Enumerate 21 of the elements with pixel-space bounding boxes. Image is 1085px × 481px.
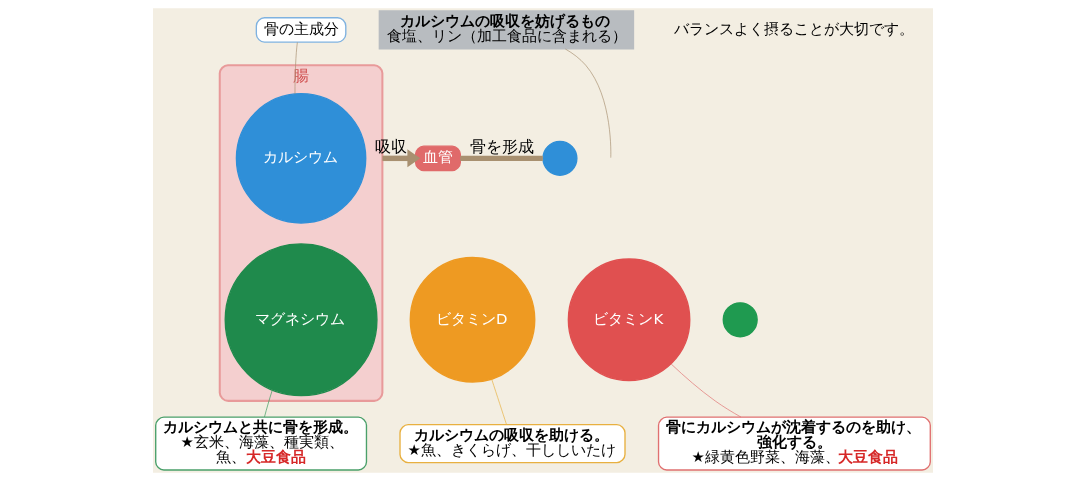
node-circle: ビタミンD [409,256,535,383]
node-box: 血管 [414,145,461,172]
node-circle: マグネシウム [224,243,378,397]
node-circle: カルシウム [235,93,366,224]
arrow [381,149,420,168]
connector [670,363,741,418]
node-box: 骨にカルシウムが沈着するのを助け、強化する。 ★緑黄色野菜、海藻、大豆食品 [657,416,931,471]
node-box: カルシウムの吸収を助ける。 ★魚、きくらげ、干ししいたけ [398,423,626,464]
node-box: カルシウムと共に骨を形成。 ★玄米、海藻、種実類、魚、大豆食品 [154,416,367,471]
node-circle: ビタミンK [567,258,690,382]
node-box: 骨の主成分 [255,17,346,43]
edge-label: 骨を形成 [469,136,534,156]
connector [490,378,507,425]
connector [459,155,543,162]
connector [564,48,611,158]
node-box: カルシウムの吸収を妨げるもの 食塩、リン（加工食品に含まれる） [378,10,634,50]
connector [263,389,273,418]
connector [294,42,298,95]
node-circle [722,302,758,338]
label: バランスよく摂ることが大切です。 [673,19,914,38]
node-circle [541,140,578,176]
